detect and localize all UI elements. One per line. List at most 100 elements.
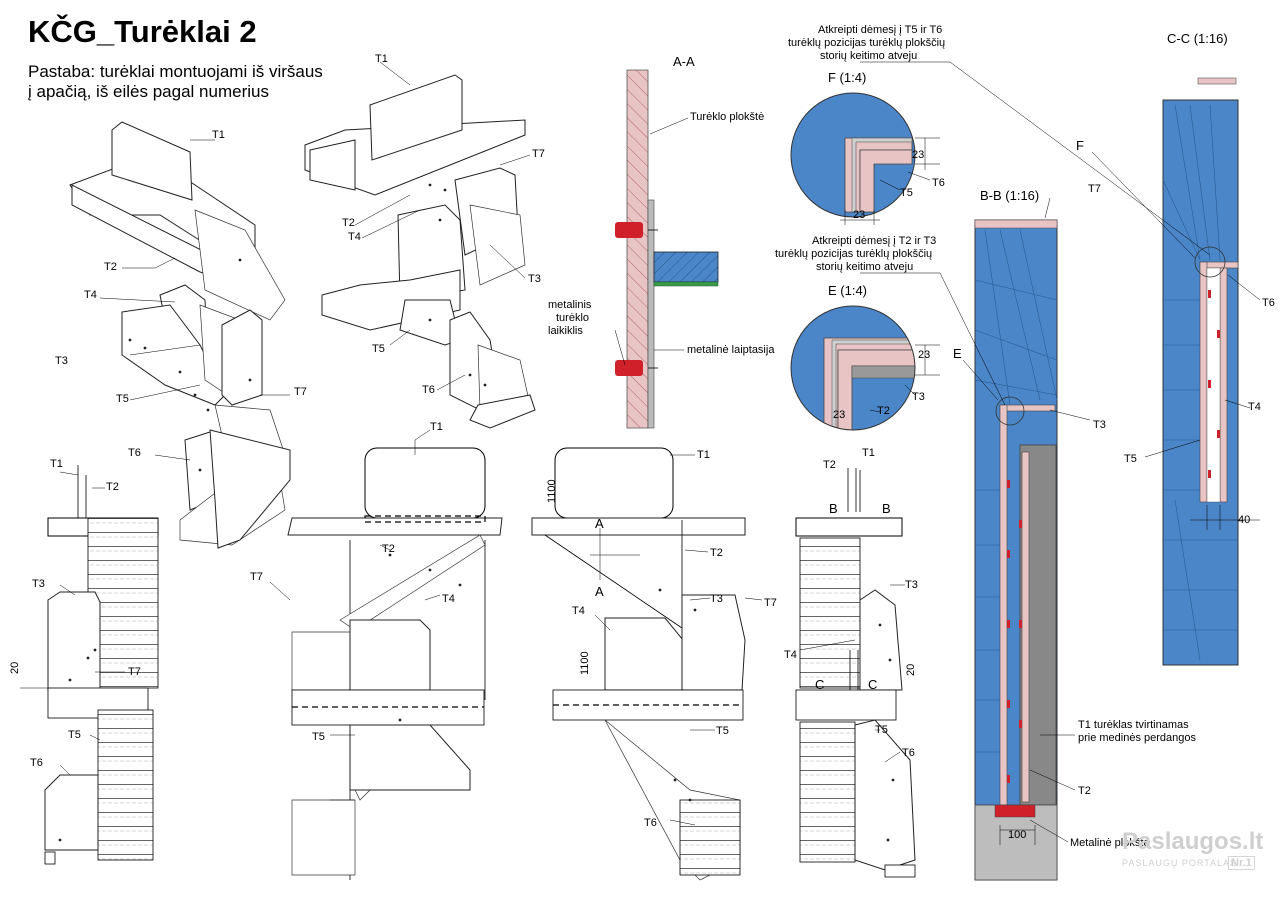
section-bb-t2: T2	[1078, 785, 1091, 797]
cut-marker-c-left: C	[815, 677, 824, 692]
assembly-note: Pastaba: turėklai montuojami iš viršaus …	[28, 62, 323, 102]
label-t7-iso-mid: T7	[532, 148, 545, 160]
label-t7-iso-left: T7	[294, 386, 307, 398]
watermark-brand: Paslaugos.lt	[1122, 828, 1264, 855]
label-t3-iso-left: T3	[55, 355, 68, 367]
detail-e-dim-v: 23	[918, 349, 930, 361]
detail-e-t3: T3	[912, 391, 925, 403]
ortho-right-t3: T3	[905, 579, 918, 591]
leader-lines	[59, 61, 1261, 843]
section-aa-title: A-A	[673, 54, 695, 69]
detail-f-note-3: storių keitimo atveju	[820, 50, 917, 62]
label-metal-stair: metalinė laiptasija	[687, 344, 775, 356]
ortho-front-t7: T7	[250, 571, 263, 583]
assembly-note-line-1: Pastaba: turėklai montuojami iš viršaus	[28, 62, 323, 81]
detail-f	[790, 92, 940, 225]
isometric-view-left	[69, 121, 291, 549]
ortho-front-t4: T4	[442, 593, 455, 605]
ortho-side-dim-1100-top: 1100	[546, 479, 558, 503]
ortho-side-dim-1100-bottom: 1100	[579, 651, 591, 675]
detail-e-note-1: Atkreipti dėmesį į T2 ir T3	[812, 235, 936, 247]
ortho-view-right	[795, 468, 916, 878]
ortho-right-t6: T6	[902, 747, 915, 759]
railing-plate-t2-section	[999, 404, 1008, 806]
ortho-view-left	[20, 465, 159, 865]
ortho-front-t1: T1	[430, 421, 443, 433]
ortho-right-t2: T2	[823, 459, 836, 471]
label-holder-2: turėklo	[556, 312, 589, 324]
section-bb-marker-e: E	[953, 346, 962, 361]
watermark-badge: Nr.1	[1228, 856, 1255, 870]
ortho-left-t3: T3	[32, 578, 45, 590]
cut-marker-c-right: C	[868, 677, 877, 692]
section-bb-note-1: T1 turėklas tvirtinamas	[1078, 719, 1189, 731]
metal-stair-stringer	[647, 199, 655, 429]
section-bb-dim: 100	[1008, 829, 1026, 841]
detail-f-note-1: Atkreipti dėmesį į T5 ir T6	[818, 24, 942, 36]
ortho-side-t7: T7	[764, 597, 777, 609]
ortho-left-t6: T6	[30, 757, 43, 769]
label-t1-iso-mid: T1	[375, 53, 388, 65]
ortho-right-t1: T1	[862, 447, 875, 459]
section-cc-title: C-C (1:16)	[1167, 31, 1228, 46]
label-holder-1: metalinis	[548, 299, 592, 311]
label-holder-3: laikiklis	[548, 325, 583, 337]
ortho-left-t5: T5	[68, 729, 81, 741]
ortho-right-t5: T5	[875, 724, 888, 736]
label-t3-iso-mid: T3	[528, 273, 541, 285]
label-t6-iso-mid: T6	[422, 384, 435, 396]
label-t4-iso-left: T4	[84, 289, 97, 301]
label-t4-iso-mid: T4	[348, 231, 361, 243]
detail-f-dim-v: 23	[912, 149, 924, 161]
ortho-side-t5: T5	[716, 725, 729, 737]
ortho-left-dim-20: 20	[9, 662, 21, 674]
ortho-view-front	[287, 447, 503, 880]
detail-f-title: F (1:4)	[828, 70, 866, 85]
label-t5-iso-left: T5	[116, 393, 129, 405]
detail-e-note-2: turėklų pozicijas turėklų plokščių	[775, 248, 932, 260]
drawing-title: KČG_Turėklai 2	[28, 14, 257, 49]
section-cc-t6: T6	[1262, 297, 1275, 309]
label-t2-iso-mid: T2	[342, 217, 355, 229]
ortho-front-t2: T2	[382, 543, 395, 555]
isometric-view-middle	[304, 74, 536, 429]
ortho-left-t7: T7	[128, 666, 141, 678]
ortho-right-t4: T4	[784, 649, 797, 661]
panel-t1-front	[364, 447, 486, 519]
watermark-tagline: PASLAUGŲ PORTALAS	[1122, 858, 1238, 868]
panel-t1-side	[554, 447, 674, 519]
cut-marker-a-bottom: A	[595, 584, 604, 599]
label-t5-iso-mid: T5	[372, 343, 385, 355]
section-c-c	[1162, 77, 1260, 666]
panel-t1-iso-middle	[369, 74, 463, 161]
metal-holder-top	[615, 222, 643, 238]
stair-tread-section	[653, 251, 719, 283]
ortho-side-t4: T4	[572, 605, 585, 617]
ortho-side-t1: T1	[697, 449, 710, 461]
section-bb-note-2: prie medinės perdangos	[1078, 732, 1197, 744]
detail-e-dim-h: 23	[833, 409, 845, 421]
section-bb-metal-plate: Metalinė plokštė	[1070, 837, 1150, 849]
detail-f-t5: T5	[900, 187, 913, 199]
label-t1-iso-left: T1	[212, 129, 225, 141]
panel-t1-iso-left	[111, 121, 193, 201]
ortho-left-t2: T2	[106, 481, 119, 493]
ortho-side-t3: T3	[710, 593, 723, 605]
detail-f-note-2: turėklų pozicijas turėklų plokščių	[788, 37, 945, 49]
ortho-side-t2: T2	[710, 547, 723, 559]
label-railing-plate: Turėklo plokštė	[690, 111, 764, 123]
cut-marker-b-left: B	[829, 501, 838, 516]
cut-marker-a-top: A	[595, 516, 604, 531]
ortho-left-t1: T1	[50, 458, 63, 470]
ortho-side-t6: T6	[644, 817, 657, 829]
metal-plate-base	[994, 804, 1036, 818]
ortho-front-t5: T5	[312, 731, 325, 743]
detail-e-title: E (1:4)	[828, 283, 867, 298]
ortho-view-side	[531, 447, 746, 881]
section-cc-t4: T4	[1248, 401, 1261, 413]
ortho-right-dim-20: 20	[905, 664, 917, 676]
section-cc-dim: 40	[1238, 514, 1250, 526]
label-t6-iso-left: T6	[128, 447, 141, 459]
detail-f-t6: T6	[932, 177, 945, 189]
